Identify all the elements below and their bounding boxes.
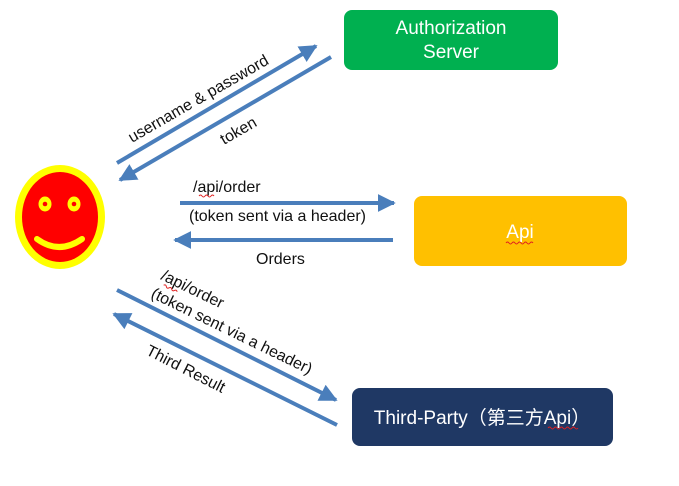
third-party-box <box>352 388 613 446</box>
api-node: Api <box>414 196 627 266</box>
token-arrow <box>118 55 333 182</box>
login-arrow <box>115 44 318 165</box>
smiley-mouth <box>34 236 85 250</box>
api-request-label-line2: (token sent via a header) <box>189 208 366 225</box>
api-box <box>414 196 627 266</box>
api-request-label-line1: /api/order <box>193 179 261 196</box>
auth-server-label-line2: Server <box>423 42 480 63</box>
user-smiley-icon <box>15 165 105 269</box>
orders-label: Orders <box>256 251 305 268</box>
third-party-node: Third-Party（第三方Api） <box>352 388 613 446</box>
auth-server-box <box>344 10 558 70</box>
auth-server-node: Authorization Server <box>344 10 558 70</box>
third-request-arrow <box>116 288 338 402</box>
api-label: Api <box>506 222 533 243</box>
arrows <box>112 44 396 427</box>
third-party-label: Third-Party（第三方Api） <box>374 407 590 429</box>
third-result-arrow <box>112 312 338 427</box>
auth-server-label-line1: Authorization <box>396 18 507 39</box>
